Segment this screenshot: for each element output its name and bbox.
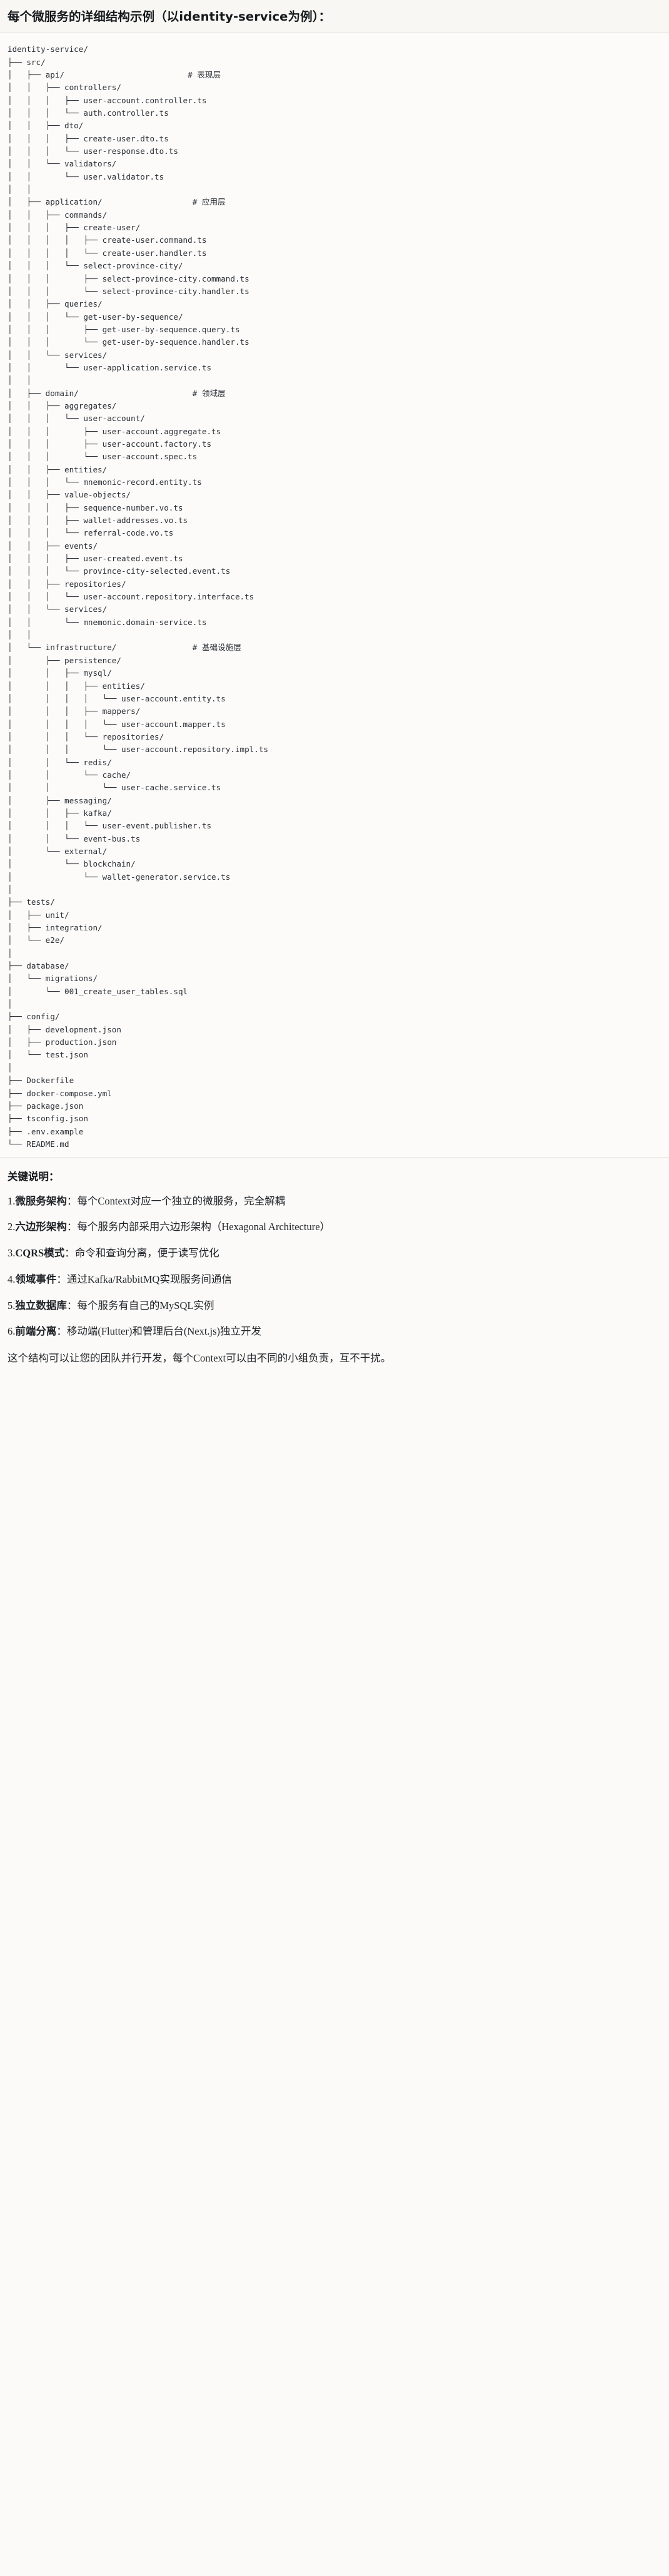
key-notes-block: 关键说明： 1.微服务架构：每个Context对应一个独立的微服务，完全解耦 2…: [0, 1157, 669, 1377]
note-number: 4.: [8, 1273, 16, 1285]
note-term: 领域事件: [15, 1273, 57, 1285]
note-term: 微服务架构: [15, 1194, 67, 1207]
note-description: 通过Kafka/RabbitMQ实现服务间通信: [66, 1273, 232, 1285]
list-item: 6.前端分离：移动端(Flutter)和管理后台(Next.js)独立开发: [8, 1324, 661, 1340]
list-item: 5.独立数据库：每个服务有自己的MySQL实例: [8, 1298, 661, 1314]
note-description: 移动端(Flutter)和管理后台(Next.js)独立开发: [66, 1325, 262, 1338]
closing-paragraph: 这个结构可以让您的团队并行开发，每个Context可以由不同的小组负责，互不干扰…: [8, 1352, 391, 1365]
page-root: 每个微服务的详细结构示例（以identity-service为例）： ident…: [0, 0, 669, 1377]
note-separator: ：: [64, 1247, 75, 1260]
directory-tree: identity-service/ ├── src/ │ ├── api/ # …: [8, 44, 269, 1149]
note-term: 独立数据库: [15, 1299, 67, 1311]
page-title: 每个微服务的详细结构示例（以identity-service为例）：: [8, 9, 331, 24]
title-block: 每个微服务的详细结构示例（以identity-service为例）：: [0, 0, 669, 34]
note-separator: ：: [56, 1325, 67, 1338]
note-number: 6.: [8, 1325, 16, 1338]
note-description: 每个服务有自己的MySQL实例: [77, 1299, 214, 1311]
note-description: 每个Context对应一个独立的微服务，完全解耦: [77, 1194, 286, 1207]
list-item: 1.微服务架构：每个Context对应一个独立的微服务，完全解耦: [8, 1194, 661, 1209]
list-item: 4.领域事件：通过Kafka/RabbitMQ实现服务间通信: [8, 1272, 661, 1288]
directory-tree-block: identity-service/ ├── src/ │ ├── api/ # …: [0, 33, 669, 1158]
note-number: 5.: [8, 1299, 16, 1311]
note-separator: ：: [66, 1299, 78, 1311]
note-number: 1.: [8, 1194, 16, 1207]
note-term: CQRS模式: [15, 1247, 65, 1260]
note-number: 3.: [8, 1247, 16, 1260]
note-term: 六边形架构: [15, 1221, 67, 1233]
note-description: 每个服务内部采用六边形架构（Hexagonal Architecture）: [77, 1221, 331, 1233]
note-separator: ：: [56, 1273, 67, 1285]
key-notes-heading: 关键说明：: [8, 1171, 59, 1183]
note-number: 2.: [8, 1221, 16, 1233]
note-separator: ：: [66, 1221, 78, 1233]
note-description: 命令和查询分离，便于读写优化: [74, 1247, 219, 1260]
list-item: 3.CQRS模式：命令和查询分离，便于读写优化: [8, 1246, 661, 1261]
note-term: 前端分离: [15, 1325, 57, 1338]
note-separator: ：: [66, 1194, 78, 1207]
list-item: 2.六边形架构：每个服务内部采用六边形架构（Hexagonal Architec…: [8, 1219, 661, 1235]
